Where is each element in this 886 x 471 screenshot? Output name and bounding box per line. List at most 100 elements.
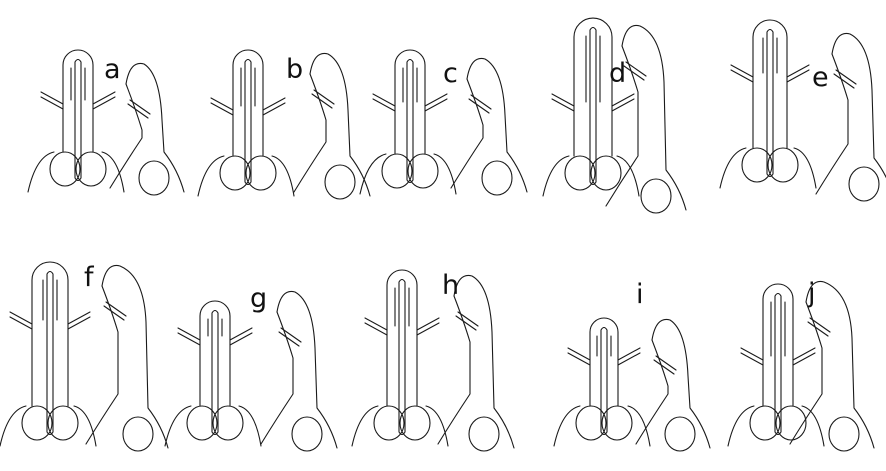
front-view-inner-line bbox=[71, 68, 85, 100]
side-view-outline bbox=[467, 58, 527, 192]
side-view-basal-bulb bbox=[482, 161, 512, 195]
specimen-panel-c: c bbox=[360, 50, 527, 195]
side-view-bar bbox=[808, 318, 830, 336]
front-view-right-bar bbox=[68, 312, 90, 329]
side-view-basal-bulb bbox=[469, 417, 499, 451]
side-view-outline bbox=[454, 275, 514, 448]
front-view-channel bbox=[407, 60, 413, 183]
specimen-panel-f: f bbox=[0, 262, 168, 451]
panel-label-f: f bbox=[84, 262, 95, 293]
front-view-left-bar bbox=[552, 94, 574, 111]
side-view-outline bbox=[806, 281, 874, 448]
side-view-bar bbox=[469, 95, 491, 113]
side-view-basal-bulb bbox=[641, 179, 671, 213]
side-view-basal-bulb bbox=[123, 417, 153, 451]
front-view-left-bar bbox=[731, 65, 753, 82]
front-view-left-bar bbox=[365, 318, 387, 335]
side-view-inner-edge bbox=[438, 296, 470, 444]
front-view-left-bar bbox=[741, 348, 763, 365]
side-view-outline bbox=[652, 319, 710, 448]
front-view-outline bbox=[32, 262, 68, 406]
front-view-outline bbox=[763, 284, 793, 406]
front-view-right-bar bbox=[612, 94, 634, 111]
side-view-inner-edge bbox=[261, 312, 293, 444]
front-view-outline bbox=[574, 18, 612, 156]
front-view-channel bbox=[75, 60, 81, 181]
side-view-bar bbox=[834, 70, 856, 88]
front-view-channel bbox=[767, 30, 773, 177]
panel-label-a: a bbox=[104, 54, 121, 85]
front-view-outline bbox=[753, 20, 787, 148]
side-view-bar bbox=[104, 302, 126, 320]
panel-label-e: e bbox=[812, 62, 829, 93]
side-view-inner-edge bbox=[86, 286, 118, 444]
side-view-bar bbox=[456, 312, 478, 330]
specimen-panel-j: j bbox=[728, 278, 874, 451]
side-view-bar bbox=[128, 100, 150, 118]
front-view-channel bbox=[47, 272, 53, 435]
front-view-left-bar bbox=[10, 312, 32, 329]
front-view-channel bbox=[212, 311, 218, 435]
front-view-outline bbox=[395, 50, 425, 154]
front-view-right-bar bbox=[793, 348, 815, 365]
side-view-outline bbox=[126, 63, 184, 192]
side-view-basal-bulb bbox=[325, 165, 355, 199]
panel-label-h: h bbox=[442, 270, 459, 301]
side-view-outline bbox=[102, 265, 168, 448]
specimen-panel-b: b bbox=[198, 50, 370, 199]
side-view-inner-edge bbox=[110, 84, 142, 188]
front-view-outline bbox=[200, 301, 230, 406]
panel-label-g: g bbox=[250, 283, 267, 314]
front-view-right-bar bbox=[787, 65, 809, 82]
specimen-panel-d: d bbox=[543, 18, 686, 213]
side-view-bar bbox=[279, 328, 301, 346]
front-view-left-bar bbox=[41, 92, 63, 109]
specimen-panel-h: h bbox=[352, 270, 514, 451]
front-view-inner-line bbox=[43, 280, 57, 320]
front-view-outline bbox=[590, 318, 618, 406]
side-view-basal-bulb bbox=[139, 161, 169, 195]
front-view-right-bar bbox=[417, 318, 439, 335]
front-view-inner-line bbox=[771, 302, 785, 356]
front-view-inner-line bbox=[586, 36, 600, 102]
side-view-bar bbox=[654, 356, 676, 374]
front-view-inner-line bbox=[403, 68, 417, 102]
side-view-basal-bulb bbox=[829, 417, 859, 451]
front-view-left-bar bbox=[373, 94, 395, 111]
side-view-inner-edge bbox=[451, 79, 483, 188]
side-view-outline bbox=[832, 33, 886, 198]
front-view-outline bbox=[63, 50, 93, 152]
front-view-outline bbox=[387, 270, 417, 406]
side-view-basal-bulb bbox=[849, 167, 879, 201]
side-view-bar bbox=[624, 62, 646, 80]
front-view-right-bar bbox=[263, 98, 285, 115]
specimen-panel-e: e bbox=[720, 20, 886, 201]
front-view-left-bar bbox=[568, 348, 590, 365]
side-view-outline bbox=[622, 25, 686, 210]
side-view-outline bbox=[277, 291, 337, 448]
front-view-channel bbox=[245, 60, 251, 185]
specimen-panel-a: a bbox=[28, 50, 184, 195]
panel-label-d: d bbox=[609, 58, 626, 89]
front-view-inner-line bbox=[597, 336, 611, 356]
front-view-channel bbox=[601, 328, 607, 435]
side-view-inner-edge bbox=[636, 340, 668, 444]
panel-label-b: b bbox=[286, 54, 303, 85]
specimen-panel-g: g bbox=[165, 283, 337, 451]
front-view-right-bar bbox=[230, 328, 252, 345]
front-view-inner-line bbox=[395, 288, 409, 326]
panel-label-i: i bbox=[636, 279, 644, 310]
front-view-inner-line bbox=[763, 38, 777, 73]
side-view-basal-bulb bbox=[292, 417, 322, 451]
side-view-inner-edge bbox=[294, 74, 326, 192]
side-view-bar bbox=[312, 90, 334, 108]
front-view-right-bar bbox=[425, 94, 447, 111]
panel-label-j: j bbox=[807, 278, 816, 309]
specimen-panel-i: i bbox=[554, 279, 710, 451]
front-view-left-bar bbox=[178, 328, 200, 345]
front-view-outline bbox=[233, 50, 263, 156]
front-view-right-bar bbox=[618, 348, 640, 365]
side-view-basal-bulb bbox=[665, 417, 695, 451]
front-view-inner-line bbox=[241, 68, 255, 106]
